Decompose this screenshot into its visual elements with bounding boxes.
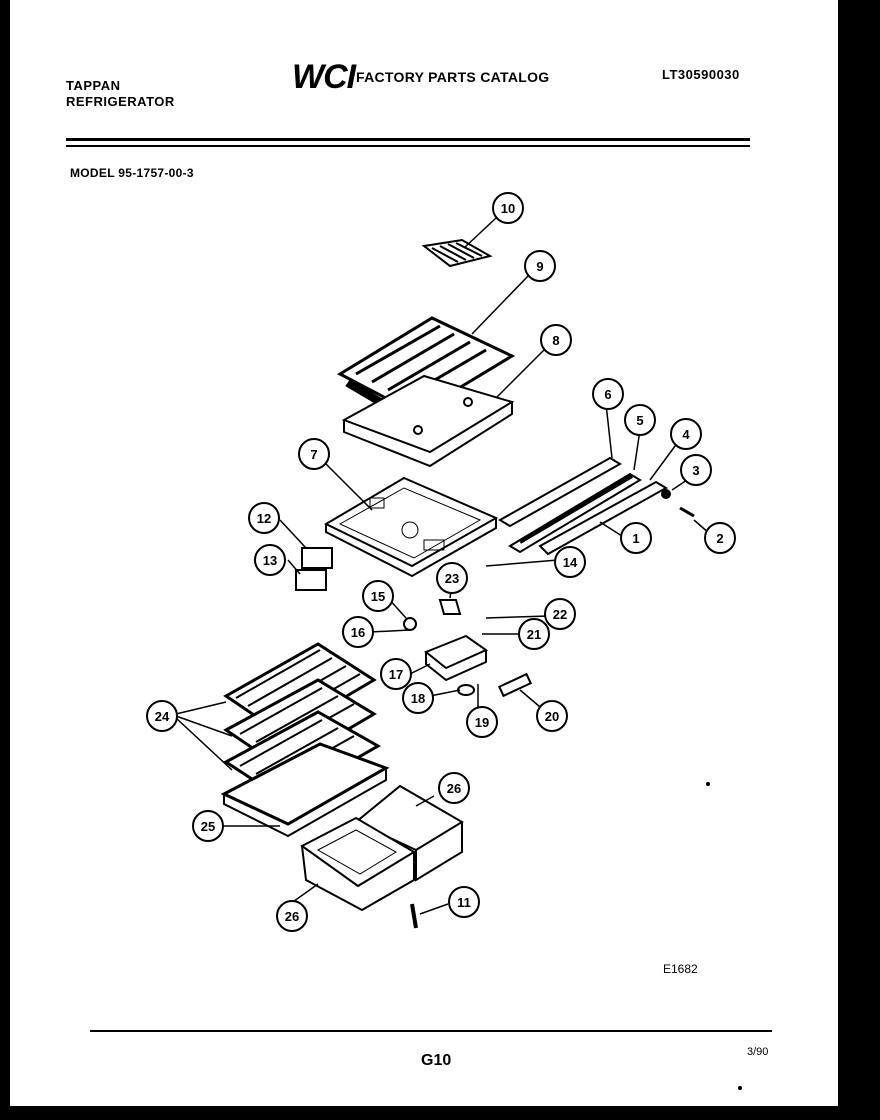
callout-21: 21	[527, 627, 541, 642]
callout-22: 22	[553, 607, 567, 622]
part-12-13-brackets	[295, 547, 333, 591]
callout-10: 10	[501, 201, 515, 216]
callout-19: 19	[475, 715, 489, 730]
callout-6: 6	[604, 387, 611, 402]
model-label: MODEL 95-1757-00-3	[70, 166, 194, 180]
part-26-crisper-drawers	[300, 784, 464, 912]
catalog-number: LT30590030	[662, 67, 740, 82]
callout-15: 15	[371, 589, 385, 604]
page-number: G10	[421, 1052, 452, 1069]
callout-8: 8	[552, 333, 559, 348]
diagram-id: E1682	[663, 962, 698, 976]
part-23	[438, 599, 462, 615]
callout-13: 13	[263, 553, 277, 568]
header-rule-thick	[66, 138, 750, 141]
part-8-shelf-tray	[341, 374, 515, 468]
control-box	[403, 617, 533, 698]
callout-1: 1	[632, 531, 639, 546]
wci-logo: WCI	[292, 58, 356, 96]
header-rule-thin	[66, 145, 750, 147]
callout-4: 4	[682, 427, 690, 442]
callout-5: 5	[636, 413, 643, 428]
callout-11: 11	[457, 895, 471, 910]
callout-25: 25	[201, 819, 215, 834]
part-10-grille	[421, 238, 493, 268]
callout-2: 2	[716, 531, 723, 546]
part-2-3-screw	[661, 489, 695, 518]
callout-20: 20	[545, 709, 559, 724]
part-6-rail	[498, 456, 622, 528]
callout-9: 9	[536, 259, 543, 274]
footer-rule	[90, 1030, 772, 1032]
callout-7: 7	[310, 447, 317, 462]
revision-date: 3/90	[747, 1046, 769, 1058]
callout-24: 24	[155, 709, 170, 724]
brand-name: TAPPAN	[66, 78, 121, 93]
callout-3: 3	[692, 463, 699, 478]
product-type: REFRIGERATOR	[66, 94, 175, 109]
part-5-rail	[508, 472, 642, 554]
callout-14: 14	[563, 555, 578, 570]
part-4-1-rail	[538, 480, 668, 556]
callout-17: 17	[389, 667, 403, 682]
part-7-shelf-frame	[323, 476, 499, 578]
part-25-crisper-cover	[220, 742, 390, 838]
callout-labels: 10 9 8 6 5 4 3 2 1 14 7 12 13 23 15 22 1…	[155, 201, 724, 924]
callout-16: 16	[351, 625, 365, 640]
part-11-pin	[410, 903, 418, 929]
callout-23: 23	[445, 571, 459, 586]
callout-18: 18	[411, 691, 425, 706]
callout-circles	[146, 192, 736, 932]
callout-12: 12	[257, 511, 271, 526]
callout-26-upper: 26	[447, 781, 461, 796]
callout-26-lower: 26	[285, 909, 299, 924]
catalog-title: FACTORY PARTS CATALOG	[356, 69, 550, 85]
